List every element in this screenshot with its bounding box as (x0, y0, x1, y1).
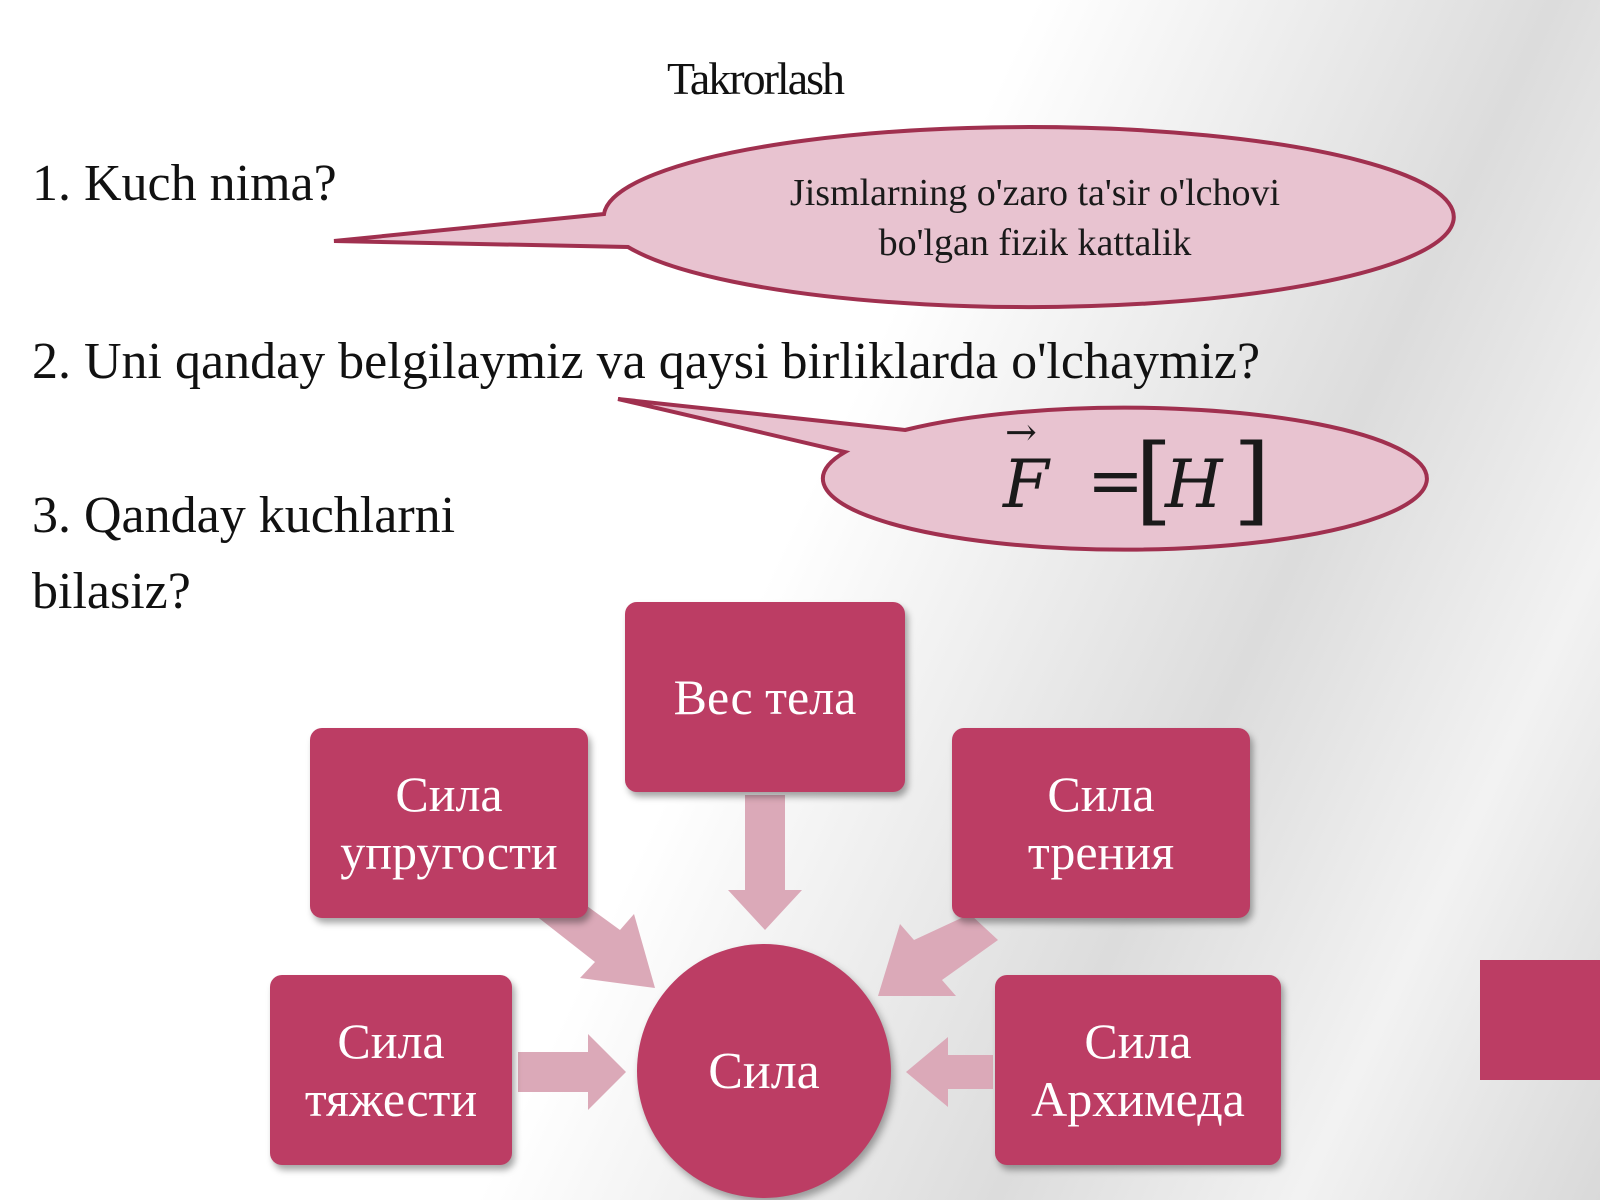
question-3: 3. Qanday kuchlarni bilasiz? (32, 487, 456, 620)
force-formula: → F = [ H ] (995, 410, 1285, 540)
formula-symbol: F (1003, 446, 1049, 523)
question-1: 1. Kuch nima? (32, 155, 337, 212)
center-node: Сила (637, 944, 891, 1198)
node-friction: Сила трения (952, 728, 1250, 918)
formula-equals: = (1087, 442, 1144, 521)
arrow-from-archimedes (906, 1037, 993, 1107)
node-elastic-line-1: Сила (395, 766, 503, 822)
slide-title: Takrorlash (666, 53, 845, 104)
node-gravity-line-2: тяжести (304, 1071, 478, 1127)
formula-speech-bubble (617, 397, 1429, 552)
node-friction-line-1: Сила (1047, 766, 1155, 822)
node-friction-line-2: трения (1027, 824, 1175, 880)
node-gravity-line-1: Сила (337, 1013, 445, 1069)
node-elastic: Сила упругости (310, 728, 588, 918)
formula-unit: H (1165, 446, 1223, 523)
center-node-label: Сила (708, 1042, 820, 1100)
node-archimedes: Сила Архимеда (995, 975, 1281, 1165)
answer-line-2: bo'lgan fizik kattalik (878, 222, 1192, 264)
arrow-from-friction (878, 914, 998, 996)
node-archimedes-line-2: Архимеда (1031, 1071, 1245, 1127)
answer-speech-bubble (333, 125, 1456, 310)
decorative-side-block (1480, 960, 1600, 1080)
node-archimedes-line-1: Сила (1084, 1013, 1192, 1069)
node-elastic-line-2: упругости (340, 824, 558, 880)
node-weight: Вес тела (625, 602, 905, 792)
node-weight-label: Вес тела (673, 669, 857, 725)
formula-left-bracket: [ (1135, 424, 1173, 536)
arrow-from-gravity (518, 1034, 626, 1110)
answer-text: Jismlarning o'zaro ta'sir o'lchovi bo'lg… (700, 168, 1370, 268)
answer-line-1: Jismlarning o'zaro ta'sir o'lchovi (789, 172, 1281, 214)
formula-right-bracket: ] (1233, 424, 1271, 536)
arrow-from-weight (728, 795, 802, 930)
question-2: 2. Uni qanday belgilaymiz va qaysi birli… (32, 333, 1261, 390)
vector-arrow-icon: → (1005, 410, 1037, 454)
node-gravity: Сила тяжести (270, 975, 512, 1165)
